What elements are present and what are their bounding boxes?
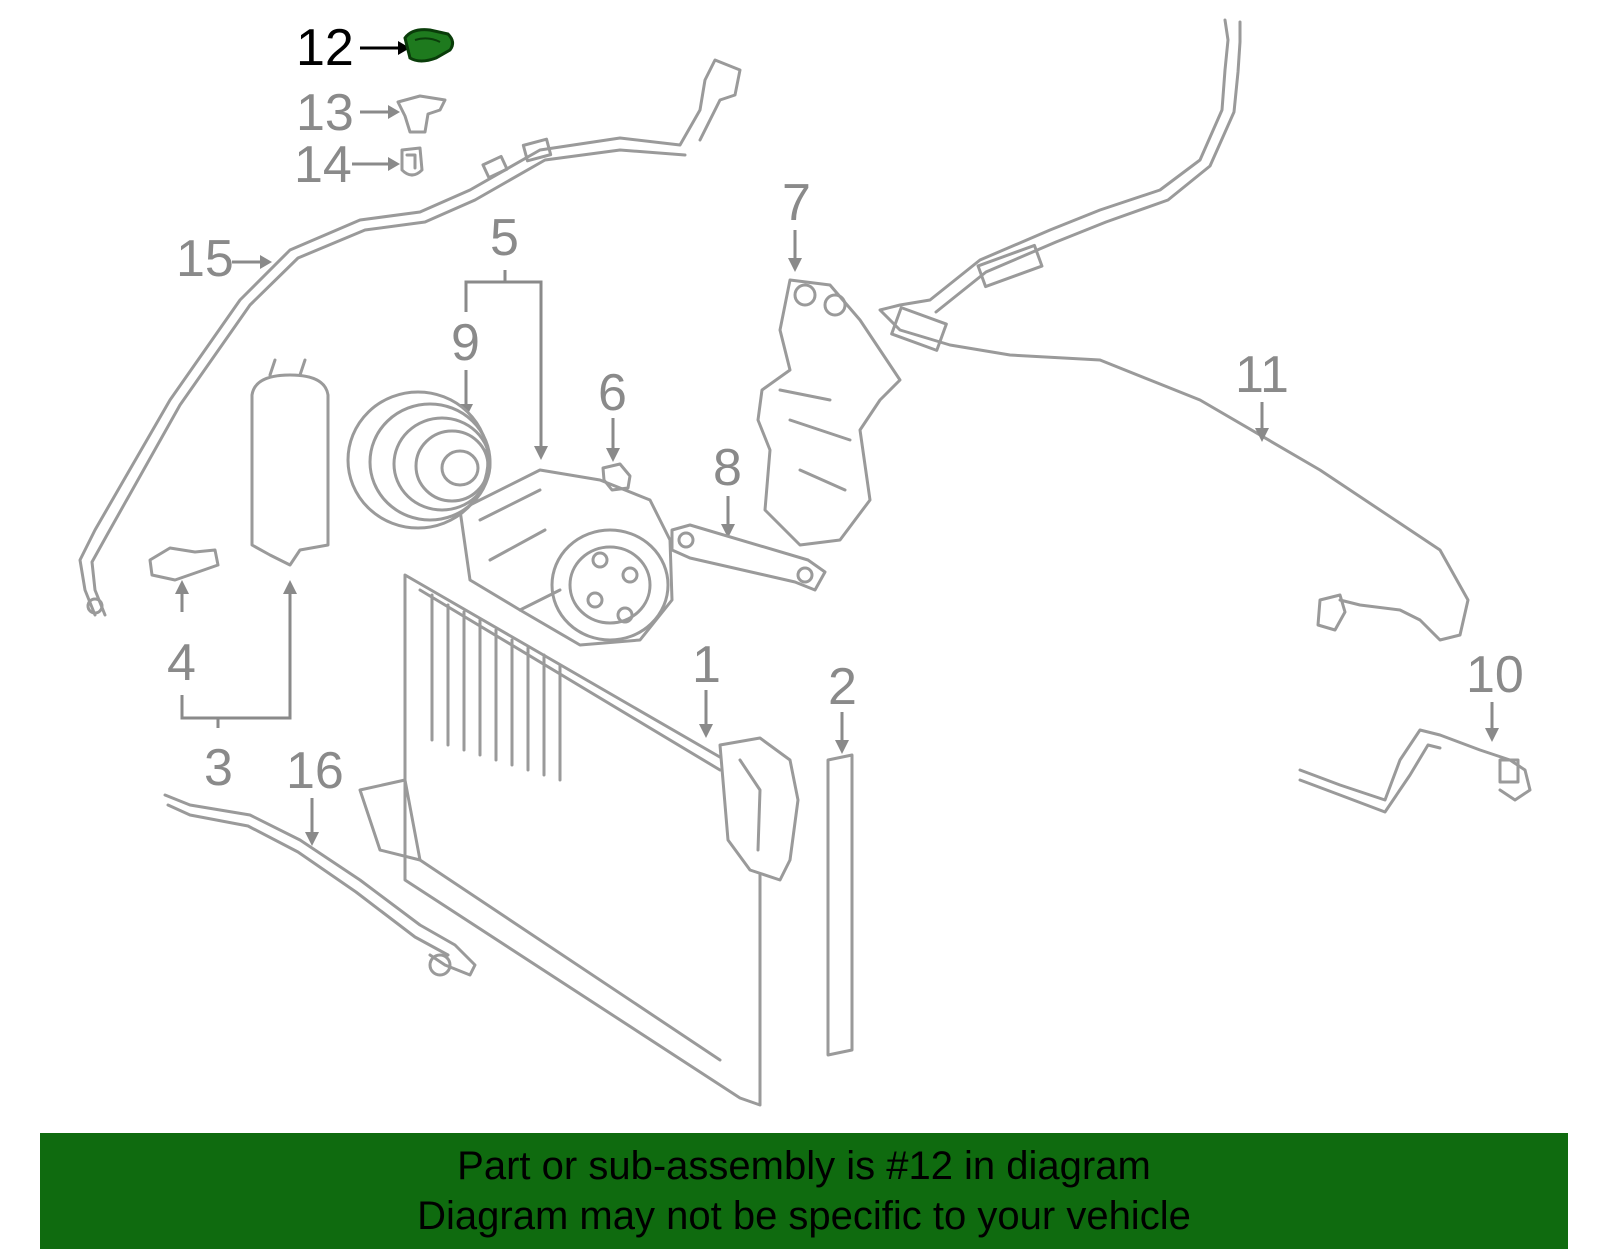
part-8-rod[interactable] — [670, 496, 827, 592]
callout-4: 4 — [167, 634, 196, 692]
callout-14: 14 — [294, 136, 352, 194]
banner-line-1: Part or sub-assembly is #12 in diagram — [457, 1144, 1151, 1188]
part-15-hose[interactable] — [78, 58, 742, 617]
callout-12: 12 — [296, 19, 354, 77]
part-16-line[interactable] — [163, 793, 477, 977]
notice-banner: Part or sub-assembly is #12 in diagram D… — [40, 1133, 1568, 1249]
callout-2: 2 — [828, 658, 857, 716]
part-13-bracket[interactable] — [360, 94, 447, 134]
callout-15: 15 — [176, 230, 234, 288]
part-9-pulley[interactable] — [346, 370, 492, 530]
part-3-receiver-drier[interactable] — [180, 358, 330, 728]
part-4-switch[interactable] — [148, 546, 220, 612]
callout-7: 7 — [782, 174, 811, 232]
callout-3: 3 — [204, 739, 233, 797]
callout-16: 16 — [286, 742, 344, 800]
callout-13: 13 — [296, 84, 354, 142]
callout-11: 11 — [1235, 346, 1289, 404]
part-7-bracket[interactable] — [756, 230, 902, 547]
callout-6: 6 — [598, 364, 627, 422]
part-12-highlighted[interactable] — [360, 28, 455, 63]
callout-5: 5 — [490, 209, 519, 267]
banner-line-2: Diagram may not be specific to your vehi… — [417, 1194, 1191, 1238]
part-10-line[interactable] — [1298, 702, 1532, 814]
callout-8: 8 — [713, 439, 742, 497]
part-1-condenser[interactable] — [358, 573, 800, 1107]
part-2-seal-strip[interactable] — [826, 712, 854, 1057]
callout-9: 9 — [451, 314, 480, 372]
part-11-hose[interactable] — [878, 18, 1470, 642]
part-14-clip[interactable] — [352, 146, 424, 177]
callout-1: 1 — [692, 636, 721, 694]
part-6-fitting[interactable] — [601, 418, 632, 492]
part-5-compressor[interactable] — [458, 270, 674, 647]
callout-10: 10 — [1466, 646, 1524, 704]
